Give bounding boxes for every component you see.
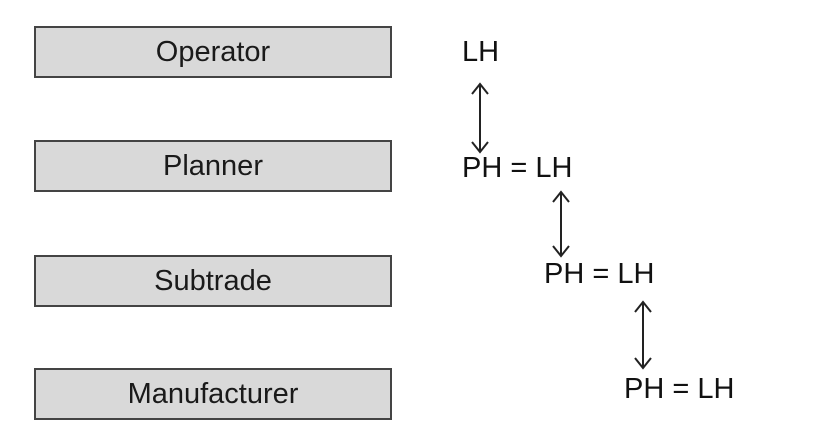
relation-label-operator: LH (462, 36, 500, 68)
role-box-subtrade: Subtrade (34, 255, 392, 307)
double-arrow-icon (552, 190, 570, 258)
role-label-subtrade: Subtrade (154, 264, 272, 297)
role-label-manufacturer: Manufacturer (127, 377, 299, 410)
relation-label-manufacturer: PH = LH (624, 373, 735, 405)
role-label-operator: Operator (155, 35, 271, 68)
relation-label-planner: PH = LH (462, 152, 573, 184)
role-box-planner: Planner (34, 140, 392, 192)
role-box-operator: Operator (34, 26, 392, 78)
relation-label-subtrade: PH = LH (544, 258, 655, 290)
double-arrow-icon (471, 82, 489, 154)
role-label-planner: Planner (163, 149, 263, 182)
double-arrow-icon (634, 300, 652, 370)
role-box-manufacturer: Manufacturer (34, 368, 392, 420)
